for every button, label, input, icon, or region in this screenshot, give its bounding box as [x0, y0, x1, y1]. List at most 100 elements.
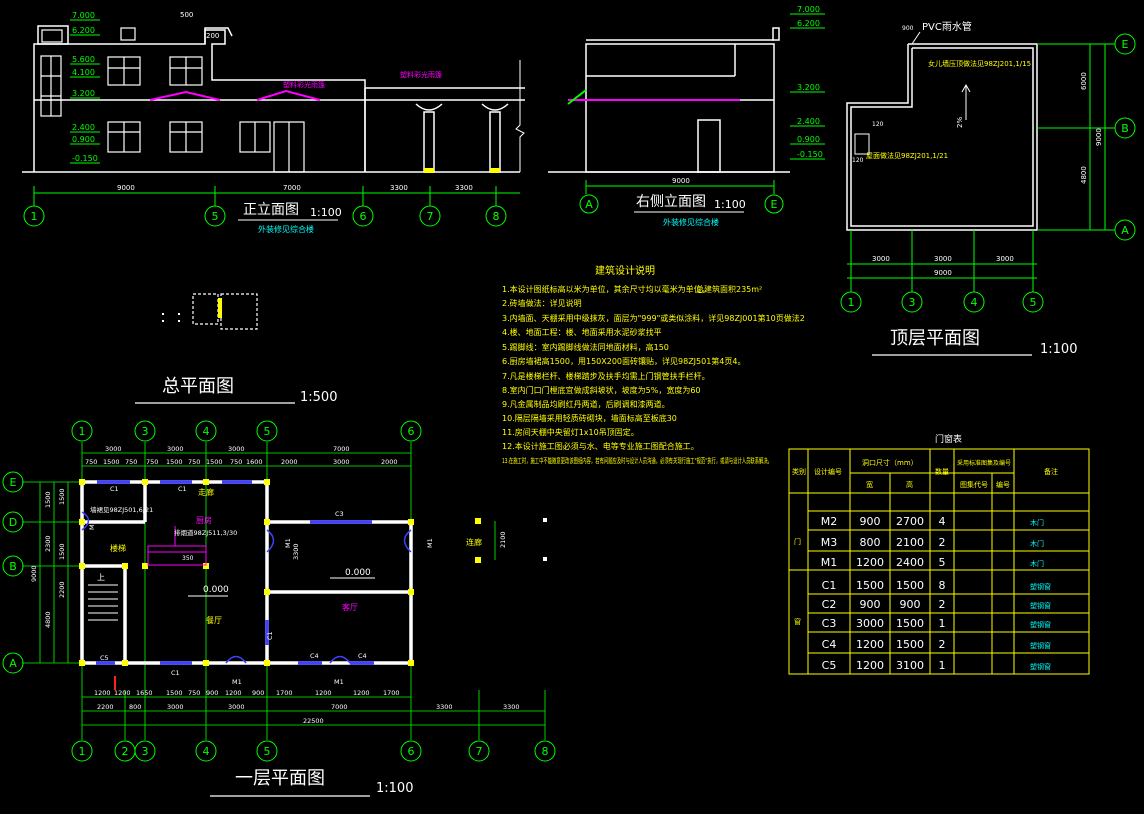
floor-plan: 1 3 4 5 6 E D B A 1 2 3 4 5 6 7 8	[2, 420, 556, 797]
note-item: 1.本设计图纸标高以米为单位，其余尺寸均以毫米为单位。	[502, 284, 710, 294]
dim-label: 2300	[44, 535, 52, 552]
dim-label: 3300	[390, 184, 408, 192]
window-tag: C3	[335, 510, 344, 518]
level-label: 6.200	[797, 19, 820, 28]
drain-dim: 120	[872, 121, 884, 128]
dim-label: 750	[85, 458, 97, 466]
table-cell: 1	[939, 659, 946, 672]
level-label: 7.000	[72, 11, 95, 20]
axis-label: 7	[427, 210, 434, 223]
table-cell: 5	[939, 556, 946, 569]
level-label: 2.400	[797, 117, 820, 126]
drawing-subtitle: 外装修见综合楼	[258, 224, 314, 234]
axis-label: 3	[142, 425, 149, 438]
axis-label: 5	[212, 210, 219, 223]
note-item: 2.砖墙做法：详见说明	[502, 298, 582, 308]
dim-label: 3000	[934, 255, 952, 263]
table-cell: 3000	[856, 617, 884, 630]
table-cell: 2	[939, 638, 946, 651]
table-cell: 900	[860, 598, 881, 611]
table-cell: 1200	[856, 556, 884, 569]
roof-note: 女儿墙压顶做法见98ZJ201,1/15	[928, 59, 1031, 68]
level-label: 0.000	[203, 585, 229, 595]
table-cell: 900	[860, 515, 881, 528]
dim-label: 9000	[934, 269, 952, 277]
room-label: 楼梯	[110, 543, 126, 553]
dim-label: 3000	[872, 255, 890, 263]
dim-label: 9000	[30, 565, 38, 582]
dim-label: 3000	[105, 445, 122, 453]
drawing-title: 总平面图	[162, 376, 234, 397]
table-cell-note: 塑钢窗	[1030, 620, 1051, 629]
dim-label: 2000	[281, 458, 298, 466]
side-elevation: 7.000 6.200 3.200 2.400 0.900 -0.150 900…	[548, 5, 825, 227]
dim-label: 7000	[331, 703, 348, 711]
drawing-title: 正立面图	[243, 202, 299, 218]
axis-label: 3	[142, 745, 149, 758]
note-item: 6.厨房墙裙高1500，用150X200面砖镶贴，详见98ZJ501第4页4。	[502, 356, 745, 366]
table-cell-note: 塑钢窗	[1030, 601, 1051, 610]
table-header: 设计编号	[814, 467, 842, 476]
table-cell: 1500	[896, 638, 924, 651]
table-cell-note: 塑钢窗	[1030, 582, 1051, 591]
table-subheader: 编号	[996, 480, 1010, 489]
table-cell-note: 塑钢窗	[1030, 662, 1051, 671]
room-label: 连廊	[466, 537, 482, 547]
dim-label: 3300	[292, 543, 300, 560]
dim-label: 9000	[117, 184, 135, 192]
window-tag: C4	[358, 652, 367, 660]
table-cell: 2	[939, 598, 946, 611]
room-label: 客厅	[342, 602, 358, 612]
table-cell: C3	[822, 617, 837, 630]
dim-label: 1700	[383, 689, 400, 697]
window-tag: C1	[171, 669, 180, 677]
dim-label: 1700	[276, 689, 293, 697]
table-cell-note: 木门	[1030, 518, 1044, 527]
note-item: 7.凡是楼梯栏杆、楼梯踏步及扶手均需上门钢管扶手栏杆。	[502, 371, 710, 381]
room-label: 走廊	[198, 487, 214, 497]
table-cell: C4	[822, 638, 837, 651]
roof-plan: 2% PVC雨水管 900 女儿墙压顶做法见98ZJ201,1/15 屋面做法见…	[840, 20, 1136, 357]
dim-label: 1500	[58, 488, 66, 505]
table-cell: 1500	[896, 617, 924, 630]
dim-label: 6000	[1080, 72, 1088, 90]
category-label: 窗	[794, 617, 801, 626]
note-item: 4.楼、地面工程：楼、地面采用水泥砂浆找平	[502, 327, 662, 337]
table-cell-note: 塑钢窗	[1030, 641, 1051, 650]
door-tag: M1	[88, 520, 96, 530]
dim-label: 3000	[228, 445, 245, 453]
table-cell: M1	[821, 556, 838, 569]
dim-label: 1500	[206, 458, 223, 466]
dim-label: 22500	[303, 717, 324, 725]
table-cell: C1	[822, 579, 837, 592]
table-cell: C2	[822, 598, 837, 611]
dim-label: 3000	[167, 703, 184, 711]
dim-label: 1500	[166, 458, 183, 466]
dim-label: 1500	[58, 543, 66, 560]
level-label: 6.200	[72, 26, 95, 35]
dim-label: 750	[230, 458, 242, 466]
door-window-table: 门窗表 类别 设计编号 洞口尺寸（mm） 数量 采用标准图	[788, 433, 1090, 675]
pvc-dim: 900	[902, 25, 914, 32]
table-header: 类别	[792, 467, 806, 476]
canopy-note: 塑料彩光雨篷	[400, 70, 442, 79]
drawing-title: 顶层平面图	[890, 328, 980, 349]
axis-label: E	[771, 198, 778, 211]
dim-label: 1500	[44, 491, 52, 508]
axis-label: A	[1121, 224, 1129, 237]
canopy-note: 塑料彩光雨篷	[283, 80, 325, 89]
table-cell: 1	[939, 617, 946, 630]
axis-label: 3	[909, 296, 916, 309]
table-header: 采用标准图集及编号	[957, 459, 1011, 467]
table-cell: 3100	[896, 659, 924, 672]
table-cell: 8	[939, 579, 946, 592]
dim-label: 2200	[58, 581, 66, 598]
note-item: 11.房间天棚中央留灯1x10吊顶固定。	[502, 427, 639, 437]
level-label: 7.000	[797, 5, 820, 14]
dim-label: 1200	[94, 689, 111, 697]
axis-label: E	[1122, 38, 1129, 51]
notes-title: 建筑设计说明	[595, 264, 655, 277]
table-cell: 2400	[896, 556, 924, 569]
note-item: 8.室内门口门樘底宜做成斜坡状，坡度为5%，宽度为60	[502, 385, 701, 395]
